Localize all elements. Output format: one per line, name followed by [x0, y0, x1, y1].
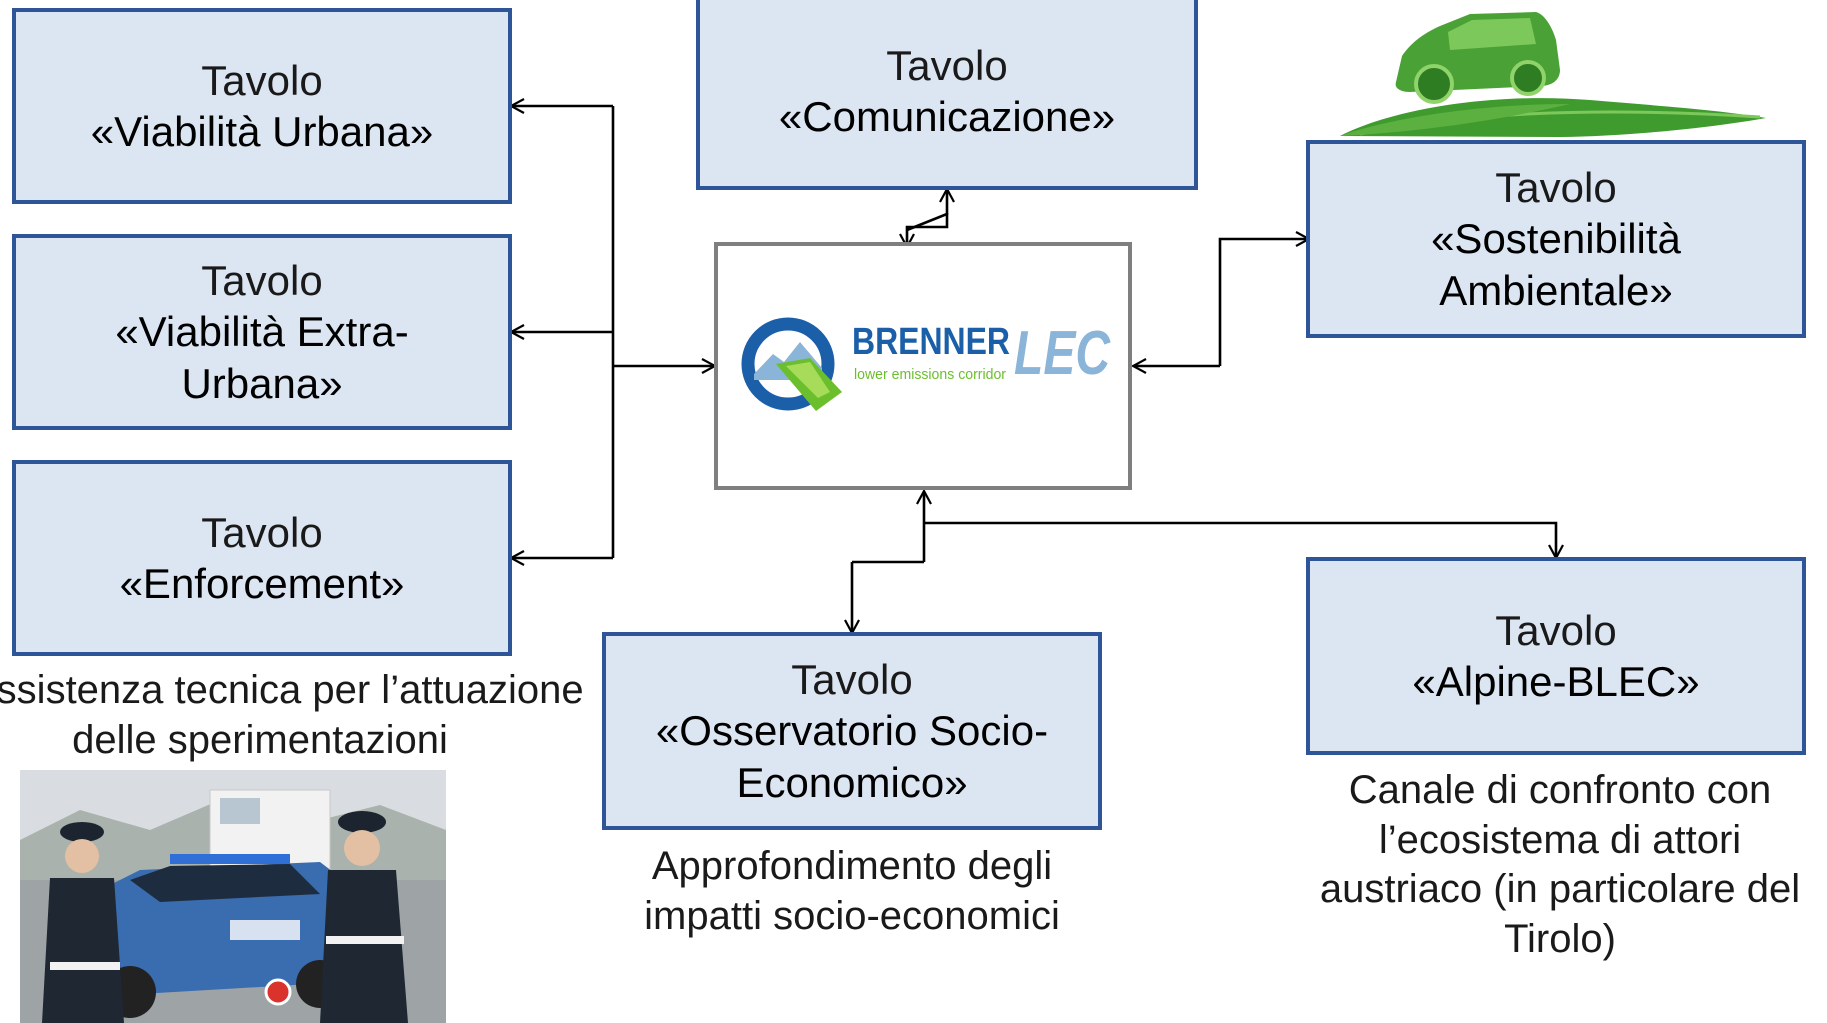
box-title-line2: Economico»	[736, 758, 968, 806]
green-car-leaf-icon	[1340, 12, 1766, 137]
box-alpine-blec: Tavolo «Alpine-BLEC»	[1306, 557, 1806, 755]
box-osservatorio-socio-economico: Tavolo «Osservatorio Socio- Economico»	[602, 632, 1102, 830]
box-viabilita-urbana: Tavolo «Viabilità Urbana»	[12, 8, 512, 204]
caption-line: l’ecosistema di attori	[1378, 817, 1742, 862]
brennerlec-logo: BRENNER LEC lower emissions corridor	[741, 317, 1111, 411]
box-label: Tavolo	[886, 41, 1008, 89]
caption-line: Canale di confronto con	[1348, 768, 1772, 812]
box-title: «Osservatorio Socio-	[655, 707, 1049, 755]
box-title: «Enforcement»	[119, 560, 405, 607]
box-title-line2: Urbana»	[181, 359, 343, 407]
police-photo-illustration	[20, 770, 446, 1023]
box-enforcement: Tavolo «Enforcement»	[12, 460, 512, 656]
box-title: «Viabilità Urbana»	[90, 108, 434, 155]
caption-line: Assistenza tecnica per l’attuazione	[0, 668, 584, 712]
box-label: Tavolo	[201, 257, 323, 305]
box-viabilita-extra-urbana: Tavolo «Viabilità Extra- Urbana»	[12, 234, 512, 430]
box-title: «Alpine-BLEC»	[1412, 658, 1700, 705]
arrow-to-alpine	[924, 521, 1556, 557]
box-sostenibilita-ambientale: Tavolo «Sostenibilità Ambientale»	[1306, 140, 1806, 338]
box-title: «Sostenibilità	[1431, 215, 1681, 263]
caption-line: austriaco (in particolare del	[1319, 867, 1801, 912]
arrow-to-center-top	[907, 213, 949, 246]
box-label: Tavolo	[1495, 164, 1617, 212]
caption-approfondimento: Approfondimento degli impatti socio-econ…	[602, 842, 1102, 941]
logo-brand-brenner: BRENNER	[852, 321, 1010, 363]
box-label: Tavolo	[201, 56, 323, 104]
police-photo	[20, 770, 446, 1023]
caption-canale-confronto: Canale di confronto con l’ecosistema di …	[1290, 766, 1827, 964]
brennerlec-logo-box: BRENNER LEC lower emissions corridor	[714, 242, 1132, 490]
box-label: Tavolo	[791, 656, 913, 704]
caption-line: Approfondimento degli	[651, 844, 1053, 888]
caption-line: delle sperimentazioni	[72, 717, 448, 762]
arrow-to-sostenibilita	[1218, 239, 1308, 366]
caption-line: Tirolo)	[1504, 916, 1616, 961]
caption-line: impatti socio-economici	[644, 893, 1060, 938]
box-title: «Comunicazione»	[778, 93, 1116, 140]
box-comunicazione: Tavolo «Comunicazione»	[696, 0, 1198, 190]
box-title: «Viabilità Extra-	[115, 308, 409, 356]
box-title-line2: Ambientale»	[1439, 266, 1673, 314]
arrow-to-comunicazione	[906, 190, 947, 232]
logo-brand-lec: LEC	[1014, 319, 1111, 388]
logo-tagline: lower emissions corridor	[854, 366, 1006, 383]
box-label: Tavolo	[201, 508, 323, 556]
logo-ring-icon	[741, 317, 835, 411]
box-label: Tavolo	[1495, 606, 1617, 654]
caption-assistenza-tecnica: Assistenza tecnica per l’attuazione dell…	[0, 666, 584, 765]
